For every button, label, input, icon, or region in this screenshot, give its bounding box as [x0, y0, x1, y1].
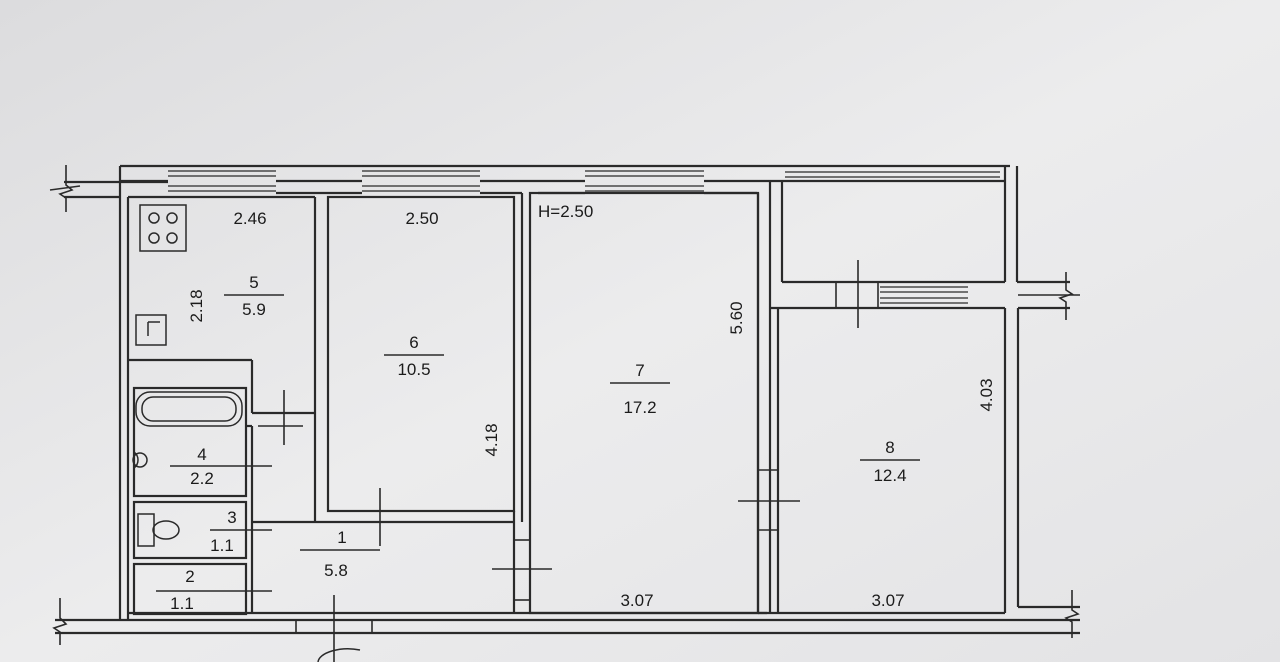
room7-width-label: 3.07 [620, 591, 653, 610]
room8-depth-label: 4.03 [977, 378, 996, 411]
toilet-tank-icon [137, 513, 155, 547]
room-6-area: 10.5 [397, 360, 430, 379]
windows [168, 170, 1000, 304]
room8-width-label: 3.07 [871, 591, 904, 610]
room-4-area: 2.2 [190, 469, 214, 488]
room-7-number: 7 [635, 361, 644, 380]
room-5-area: 5.9 [242, 300, 266, 319]
kitchen-depth-label: 2.18 [187, 289, 206, 322]
kitchen-width-label: 2.46 [233, 209, 266, 228]
washbasin-icon [132, 452, 148, 468]
walls [55, 164, 1080, 635]
dimension-labels: H=2.50 2.46 2.50 3.07 3.07 2.18 4.18 5.6… [187, 202, 996, 610]
room-1-area: 5.8 [324, 561, 348, 580]
room-3-area: 1.1 [210, 536, 234, 555]
toilet-bowl-icon [152, 520, 180, 540]
fixtures [132, 204, 920, 662]
room7-depth-label: 5.60 [727, 301, 746, 334]
room-labels: 5 5.9 6 10.5 7 17.2 8 12.4 4 2.2 3 1.1 2… [170, 273, 906, 613]
bathtub-icon [135, 391, 243, 427]
room-8-number: 8 [885, 438, 894, 457]
room-2-number: 2 [185, 567, 194, 586]
stove-icon [139, 204, 187, 252]
room-7-area: 17.2 [623, 398, 656, 417]
sink-icon [135, 314, 167, 346]
room-3-number: 3 [227, 508, 236, 527]
room-8-area: 12.4 [873, 466, 906, 485]
ceiling-height-label: H=2.50 [538, 202, 593, 221]
room-2-area: 1.1 [170, 594, 194, 613]
room6-depth-label: 4.18 [482, 423, 501, 456]
room-1-number: 1 [337, 528, 346, 547]
room6-width-label: 2.50 [405, 209, 438, 228]
room-6-number: 6 [409, 333, 418, 352]
room-5-number: 5 [249, 273, 258, 292]
break-marks [49, 165, 1080, 645]
room-4-number: 4 [197, 445, 206, 464]
